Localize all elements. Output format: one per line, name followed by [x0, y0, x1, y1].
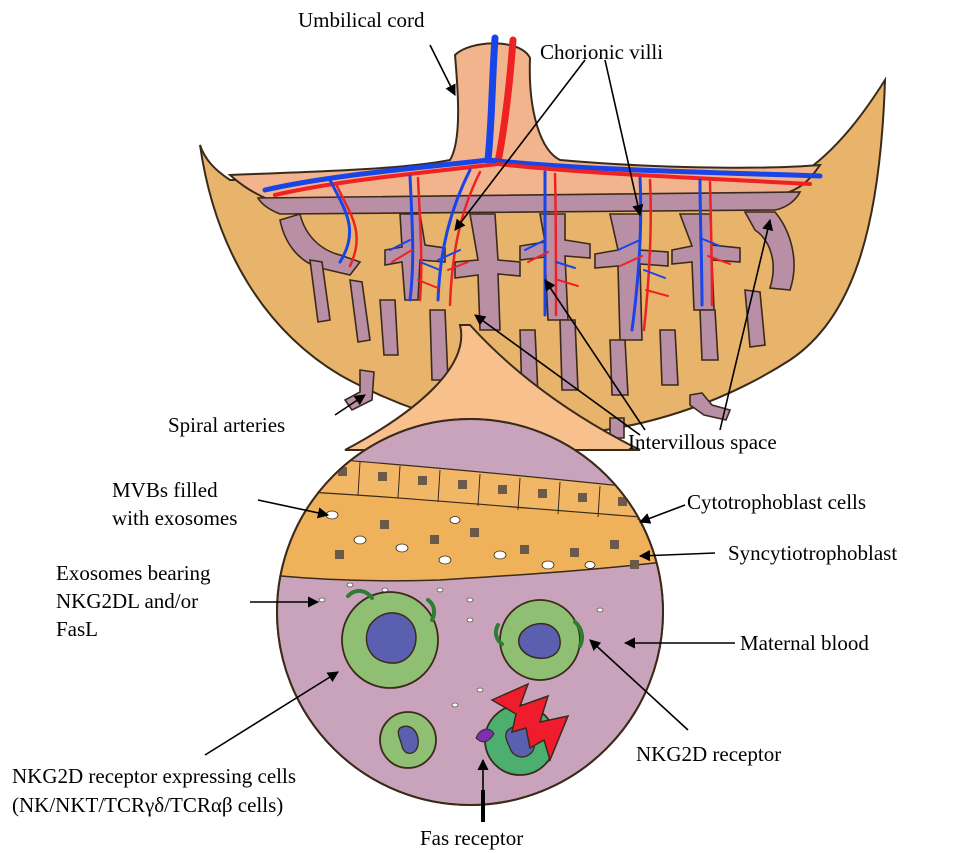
cell-small — [380, 712, 436, 768]
label-exosomes-3: FasL — [56, 617, 98, 641]
label-umbilical-cord: Umbilical cord — [298, 8, 425, 32]
label-nkg2d-receptor: NKG2D receptor — [636, 742, 781, 766]
magnified-view — [270, 419, 680, 820]
chorionic-plate — [230, 43, 820, 200]
label-chorionic-villi: Chorionic villi — [540, 40, 663, 64]
nk-cell-right — [500, 600, 580, 680]
label-syncytiotrophoblast: Syncytiotrophoblast — [728, 541, 897, 565]
label-mvbs-2: with exosomes — [112, 506, 237, 530]
label-cytotrophoblast: Cytotrophoblast cells — [687, 490, 866, 514]
label-nkg2d-cells-2: (NK/NKT/TCRγδ/TCRαβ cells) — [12, 793, 283, 817]
label-maternal-blood: Maternal blood — [740, 631, 869, 655]
label-exosomes-1: Exosomes bearing — [56, 561, 211, 585]
label-intervillous-space: Intervillous space — [628, 430, 777, 454]
label-fas-receptor: Fas receptor — [420, 826, 523, 850]
label-exosomes-2: NKG2DL and/or — [56, 589, 198, 613]
label-spiral-arteries: Spiral arteries — [168, 413, 285, 437]
nk-cell-large — [342, 592, 438, 688]
label-nkg2d-cells-1: NKG2D receptor expressing cells — [12, 764, 296, 788]
label-mvbs-1: MVBs filled — [112, 478, 218, 502]
